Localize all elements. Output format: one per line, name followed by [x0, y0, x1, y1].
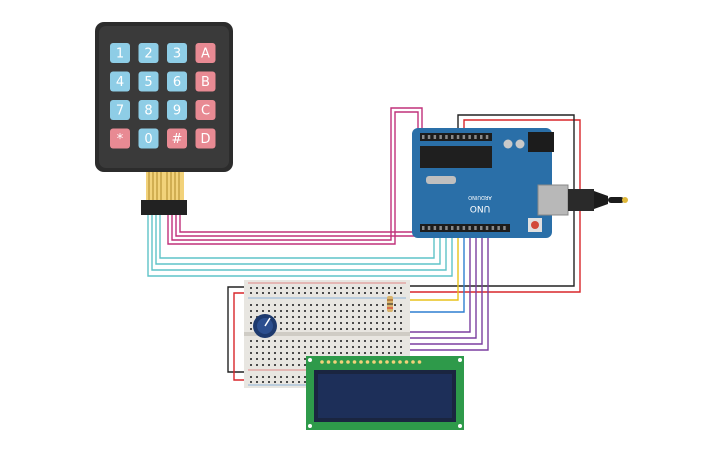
keypad-key-label: 9	[173, 104, 181, 119]
arduino-logo-text: UNO	[470, 203, 490, 213]
keypad-key-label: A	[201, 47, 210, 62]
keypad-ribbon	[146, 172, 184, 200]
keypad-key-D[interactable]: D	[195, 128, 216, 149]
keypad-key-7[interactable]: 7	[110, 100, 130, 120]
keypad-key-A[interactable]: A	[195, 43, 216, 63]
wire-keypad-row3	[175, 215, 423, 237]
keypad-key-8[interactable]: 8	[138, 100, 159, 120]
keypad-key-label: 8	[144, 104, 152, 119]
keypad-key-1[interactable]: 1	[110, 43, 130, 63]
keypad-header-connector	[141, 200, 187, 215]
keypad-key-label: 0	[144, 132, 152, 147]
wire-keypad-row1	[167, 111, 419, 245]
wire-keypad-col2	[151, 215, 447, 271]
arduino-uno: UNO ARDUINO	[412, 128, 569, 238]
keypad-key-4[interactable]: 4	[110, 71, 130, 92]
keypad-key-0[interactable]: 0	[138, 128, 159, 149]
keypad-key-label: #	[172, 132, 183, 147]
wire-keypad-col1	[147, 215, 453, 277]
lcd-16x2	[306, 356, 464, 430]
keypad-key-label: C	[201, 104, 210, 119]
keypad-key-label: *	[117, 132, 124, 147]
keypad-key-9[interactable]: 9	[167, 100, 187, 120]
keypad-key-C[interactable]: C	[195, 100, 216, 120]
keypad-key-label: 1	[116, 47, 124, 62]
usb-cable	[568, 189, 628, 211]
atmega-chip	[420, 146, 492, 168]
keypad-key-label: D	[200, 132, 210, 147]
keypad-key-label: 2	[144, 47, 152, 62]
wire-vcc-rail	[233, 292, 246, 381]
wire-keypad-row4	[179, 215, 426, 233]
keypad-key-6[interactable]: 6	[167, 71, 187, 92]
power-jack	[528, 132, 554, 152]
keypad-key-5[interactable]: 5	[138, 71, 159, 92]
keypad-key-label: B	[201, 75, 210, 90]
wire-gnd-rail	[227, 286, 246, 373]
usb-port	[537, 184, 569, 216]
keypad-key-label: 5	[144, 75, 152, 90]
keypad-key-label: 3	[173, 47, 181, 62]
wire-5v-red	[402, 119, 581, 293]
keypad-key-star[interactable]: *	[110, 128, 130, 149]
keypad: 1 2 3 A 4 5 6 B 7 8 9 C * 0 # D	[95, 22, 233, 215]
keypad-key-label: 7	[116, 104, 124, 119]
reset-button[interactable]	[531, 221, 539, 229]
arduino-brand-text: ARDUINO	[468, 194, 492, 200]
keypad-key-label: 4	[116, 75, 124, 90]
keypad-key-2[interactable]: 2	[138, 43, 159, 63]
keypad-key-hash[interactable]: #	[167, 128, 187, 149]
wire-keypad-row2	[171, 107, 423, 241]
keypad-key-3[interactable]: 3	[167, 43, 187, 63]
wire-gnd-black	[402, 114, 575, 287]
wire-keypad-col4	[159, 215, 435, 259]
keypad-key-B[interactable]: B	[195, 71, 216, 92]
lcd-screen	[318, 374, 452, 418]
wire-keypad-col3	[155, 215, 441, 265]
keypad-key-label: 6	[173, 75, 181, 90]
